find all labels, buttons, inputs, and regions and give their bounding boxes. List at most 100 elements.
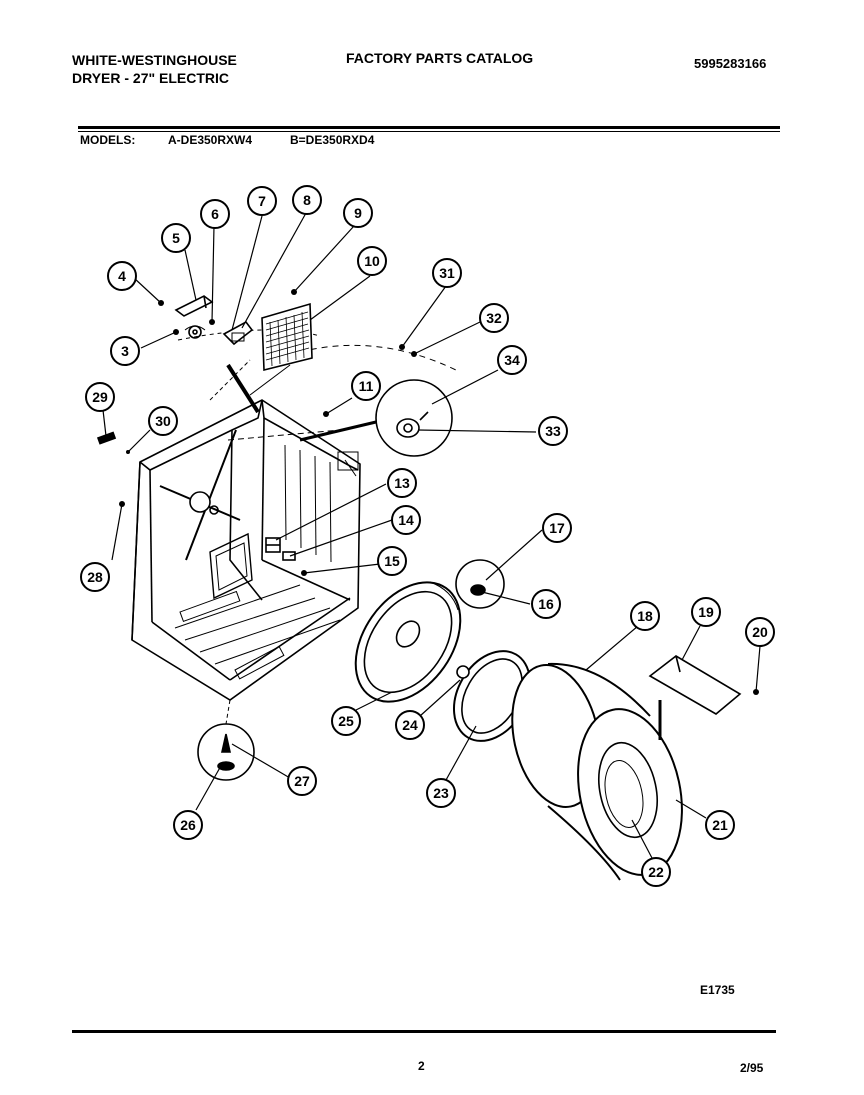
callout-number: 15 — [384, 553, 400, 569]
figure-code: E1735 — [700, 983, 735, 997]
callout-19: 19 — [691, 597, 721, 627]
callout-number: 27 — [294, 773, 310, 789]
callout-circle — [247, 186, 277, 216]
callout-9: 9 — [343, 198, 373, 228]
callout-number: 13 — [394, 475, 410, 491]
footer-rule — [72, 1030, 776, 1033]
callout-number: 32 — [486, 310, 502, 326]
cabinet — [131, 399, 361, 701]
callout-circle — [161, 223, 191, 253]
callout-circle — [497, 345, 527, 375]
part-5-clip — [174, 295, 214, 317]
callout-15: 15 — [377, 546, 407, 576]
callout-circle — [148, 406, 178, 436]
callout-circle — [357, 246, 387, 276]
callout-circle — [343, 198, 373, 228]
part-19-baffle — [648, 655, 742, 740]
callout-22: 22 — [641, 857, 671, 887]
callout-circle — [107, 261, 137, 291]
brand-line-2: DRYER - 27" ELECTRIC — [72, 70, 230, 86]
callout-26: 26 — [173, 810, 203, 840]
part-8-bracket — [222, 320, 254, 346]
callout-number: 5 — [172, 230, 180, 246]
callout-number: 33 — [545, 423, 561, 439]
callout-5: 5 — [161, 223, 191, 253]
callout-circle — [395, 710, 425, 740]
part-33-thermostat — [299, 379, 453, 457]
catalog-number: 5995283166 — [694, 56, 767, 71]
callout-13: 13 — [387, 468, 417, 498]
leader-lines — [102, 212, 761, 859]
callout-11: 11 — [351, 371, 381, 401]
callout-circle — [110, 336, 140, 366]
callout-20: 20 — [745, 617, 775, 647]
callout-circle — [80, 562, 110, 592]
callout-18: 18 — [630, 601, 660, 631]
callout-number: 23 — [433, 785, 449, 801]
part-25-rear-bulkhead — [354, 581, 462, 703]
part-29-spring — [96, 431, 117, 445]
callout-circle — [377, 546, 407, 576]
callout-number: 9 — [354, 205, 362, 221]
callout-number: 4 — [118, 268, 126, 284]
callout-circle — [630, 601, 660, 631]
callout-number: 31 — [439, 265, 455, 281]
callout-32: 32 — [479, 303, 509, 333]
part-23-seal — [453, 650, 531, 742]
callout-17: 17 — [542, 513, 572, 543]
callout-3: 3 — [110, 336, 140, 366]
callout-21: 21 — [705, 810, 735, 840]
callout-circle — [85, 382, 115, 412]
part-3-bracket — [184, 325, 206, 339]
callout-circle — [745, 617, 775, 647]
callout-circle — [531, 589, 561, 619]
callout-34: 34 — [497, 345, 527, 375]
callout-number: 8 — [303, 192, 311, 208]
callout-number: 16 — [538, 596, 554, 612]
callout-29: 29 — [85, 382, 115, 412]
callout-number: 29 — [92, 389, 108, 405]
footer-date: 2/95 — [740, 1061, 764, 1075]
callout-number: 20 — [752, 624, 768, 640]
callout-circle — [200, 199, 230, 229]
callout-24: 24 — [395, 710, 425, 740]
part-13-sensor — [265, 537, 281, 553]
callout-number: 19 — [698, 604, 714, 620]
callout-31: 31 — [432, 258, 462, 288]
callout-8: 8 — [292, 185, 322, 215]
callout-circle — [432, 258, 462, 288]
part-14-fuse — [282, 551, 296, 561]
brand-line-1: WHITE-WESTINGHOUSE — [72, 52, 237, 68]
callout-number: 10 — [364, 253, 380, 269]
page-number: 2 — [418, 1059, 425, 1073]
callout-circle — [331, 706, 361, 736]
callout-number: 26 — [180, 817, 196, 833]
callout-number: 24 — [402, 717, 418, 733]
callout-circle — [287, 766, 317, 796]
callout-circle — [387, 468, 417, 498]
callout-circle — [542, 513, 572, 543]
callout-circle — [173, 810, 203, 840]
callout-number: 28 — [87, 569, 103, 585]
callout-number: 11 — [359, 378, 374, 394]
callout-33: 33 — [538, 416, 568, 446]
callout-circle — [426, 778, 456, 808]
callout-14: 14 — [391, 505, 421, 535]
model-a: A-DE350RXW4 — [168, 133, 253, 147]
callout-circle — [391, 505, 421, 535]
callout-circle — [641, 857, 671, 887]
callout-circle — [538, 416, 568, 446]
callout-25: 25 — [331, 706, 361, 736]
callout-28: 28 — [80, 562, 110, 592]
header-rule-thick — [78, 126, 780, 129]
callout-circle — [292, 185, 322, 215]
callout-number: 17 — [549, 520, 565, 536]
part-18-drum — [511, 662, 683, 881]
models-label: MODELS: — [80, 133, 136, 147]
callout-circle — [691, 597, 721, 627]
callout-number: 34 — [504, 352, 520, 368]
callout-number: 22 — [648, 864, 664, 880]
callout-number: 18 — [637, 608, 653, 624]
